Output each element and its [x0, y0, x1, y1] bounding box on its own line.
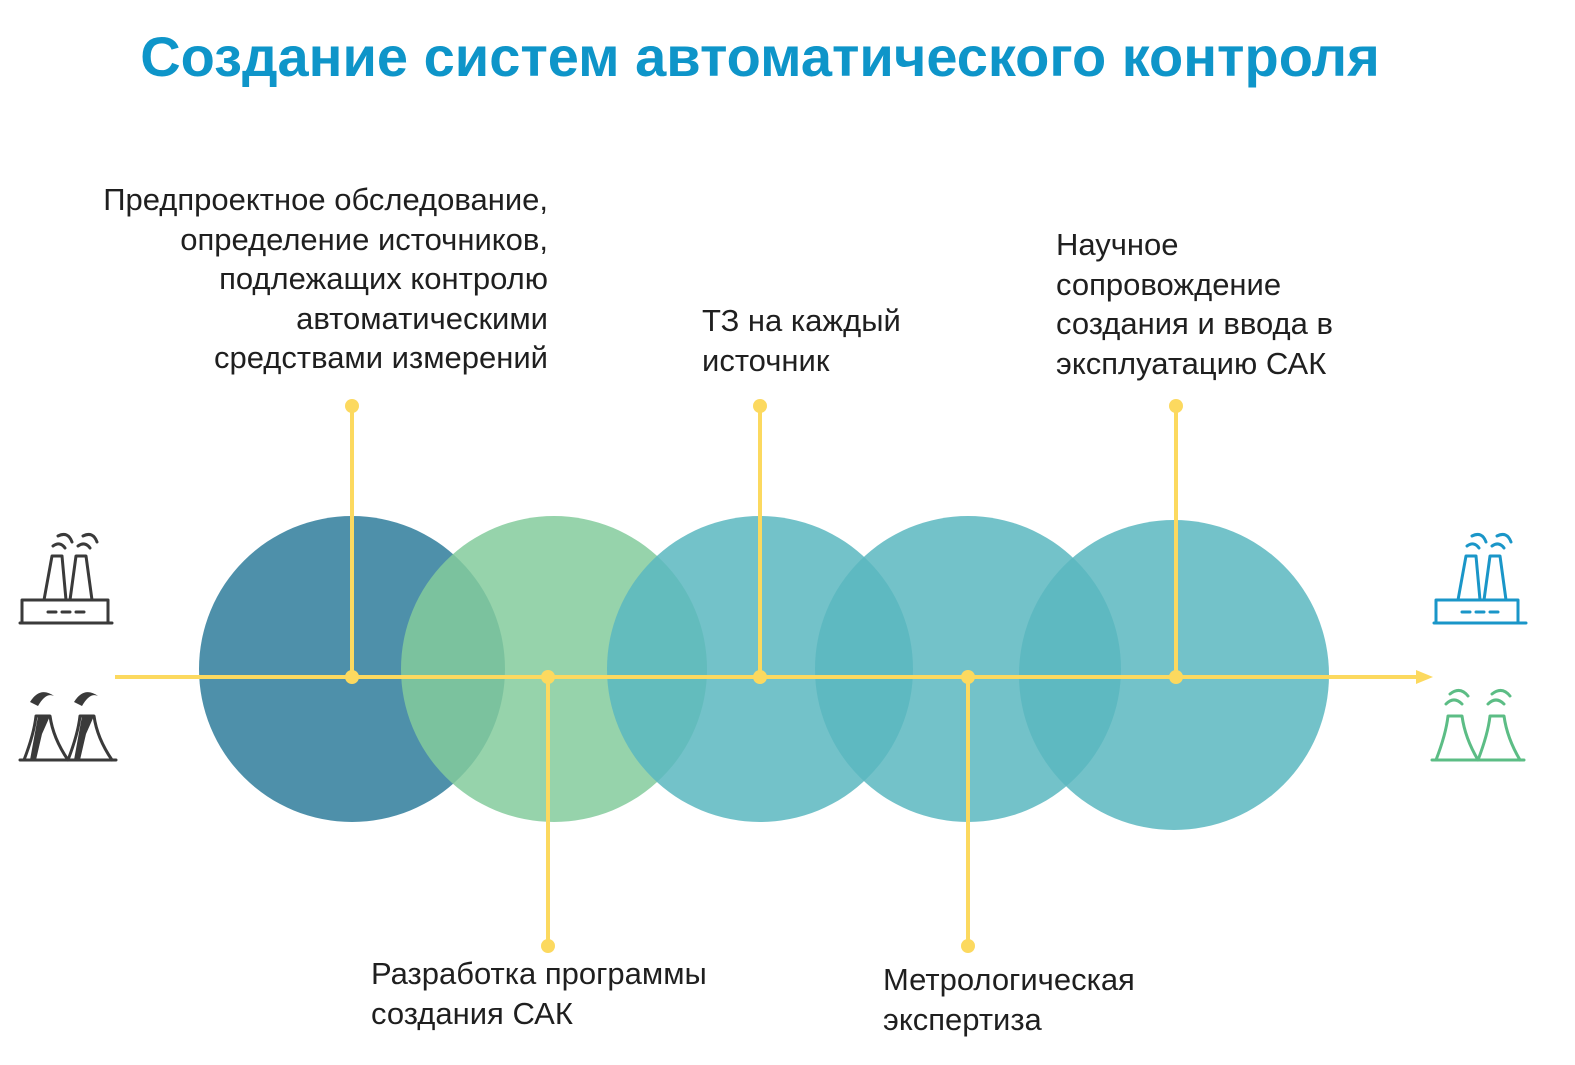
- stage-label-3-line: источник: [702, 342, 830, 378]
- stage-label-1-line: определение источников,: [180, 221, 548, 257]
- connector-dots: [345, 399, 1183, 953]
- stage-label-1-line: средствами измерений: [213, 340, 548, 375]
- stage-label-1-line: Предпроектное обследование,: [103, 182, 548, 217]
- stage-label-2-line: создания САК: [371, 995, 573, 1031]
- stage-label-3: ТЗ на каждый источник: [702, 301, 1002, 380]
- stage-label-1-line: подлежащих контролю: [219, 261, 548, 296]
- power-plant-icon: [18, 692, 118, 762]
- stage-label-5-line: эксплуатацию САК: [1056, 345, 1327, 381]
- stage-label-3-line: ТЗ на каждый: [702, 303, 901, 338]
- stage-label-5-line: сопровождение: [1056, 266, 1282, 302]
- stage-label-4: Метрологическая экспертиза: [883, 960, 1213, 1039]
- factory-icon: [18, 533, 114, 625]
- stage-label-5-line: Научное: [1056, 227, 1179, 262]
- stage-label-5-line: создания и ввода в: [1056, 306, 1333, 341]
- stage-label-4-line: экспертиза: [883, 1001, 1042, 1037]
- power-plant-icon: [1430, 689, 1526, 762]
- stage-label-2-line: Разработка программы: [371, 956, 707, 991]
- timeline-arrowhead: [1416, 670, 1433, 684]
- stage-label-4-line: Метрологическая: [883, 962, 1135, 997]
- stage-connectors: [350, 406, 1178, 946]
- stage-label-1: Предпроектное обследование, определение …: [60, 180, 548, 378]
- stage-label-5: Научное сопровождение создания и ввода в…: [1056, 225, 1416, 383]
- page-title: Создание систем автоматического контроля: [140, 25, 1380, 88]
- stage-label-1-line: автоматическими: [296, 300, 548, 336]
- stage-label-2: Разработка программы создания САК: [371, 954, 791, 1033]
- factory-icon: [1432, 533, 1528, 625]
